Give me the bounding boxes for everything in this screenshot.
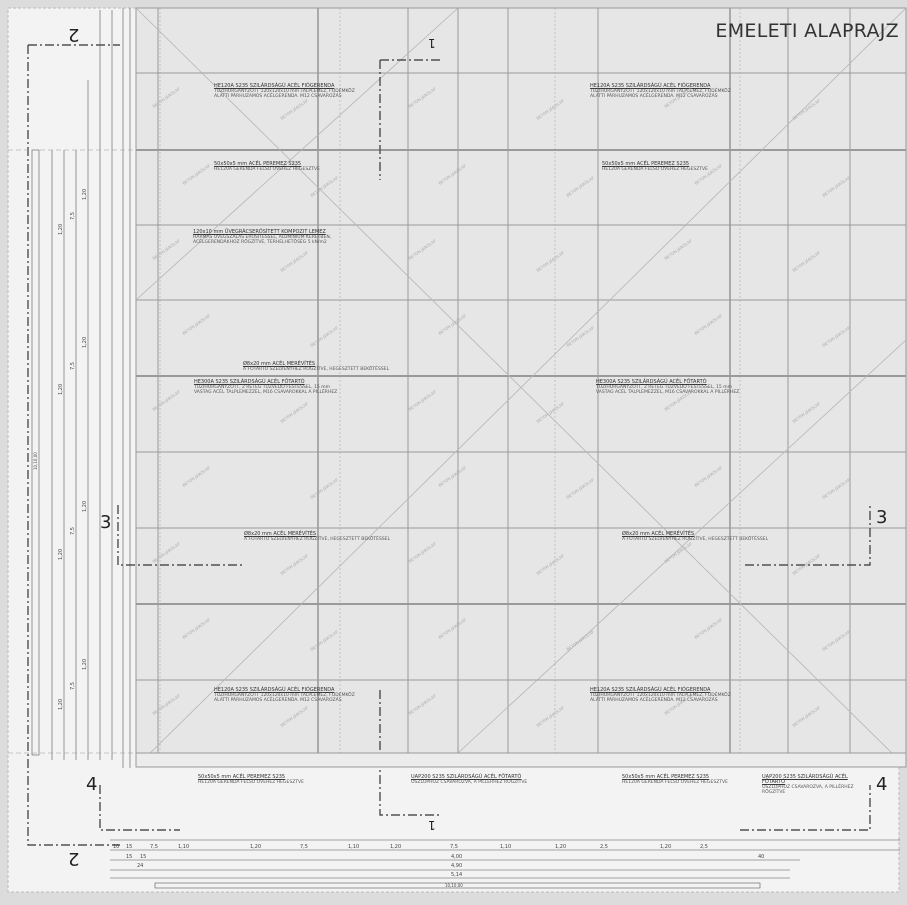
bottom-dim-row1-label: 7,5: [150, 844, 158, 850]
section-line-1-bottom: [379, 690, 440, 816]
bracing-diagonal: [457, 339, 907, 754]
bottom-dim-row3-b: 4,90: [451, 863, 463, 869]
bottom-dim-row2-b: 15: [140, 854, 147, 860]
left-dim-total: 10,10,00: [33, 452, 38, 470]
bottom-dim-total: 10,10,00: [445, 883, 463, 888]
bottom-dim-row2-d: 40: [758, 854, 765, 860]
bottom-dim-row1-label: 1,20: [250, 844, 262, 850]
left-dim-label: 1,20: [82, 658, 88, 670]
bottom-dim-row3-a: 24: [137, 863, 144, 869]
section-line-3-right: [745, 505, 871, 566]
left-dim-label: 7,5: [70, 362, 76, 370]
bottom-dim-row1-label: 1,10: [348, 844, 360, 850]
left-dim-label: 1,20: [82, 336, 88, 348]
left-dim-label: 1,20: [58, 223, 64, 235]
section-marker-4-left: 4: [86, 774, 98, 795]
edge-strip: [135, 752, 907, 768]
left-dim-label: 7,5: [70, 212, 76, 220]
left-dim-label: 1,20: [58, 383, 64, 395]
section-marker-2-bottom: 2: [68, 848, 80, 869]
note-composite-panel: 120x10 mm ÜVEGRÁCSERŐSÍTETT KOMPOZIT LEM…: [193, 229, 332, 246]
section-marker-1-top: 1: [428, 36, 436, 50]
bottom-dim-row1-label: 1,20: [390, 844, 402, 850]
bottom-dim-row1-label: 1,10: [178, 844, 190, 850]
bracing-diagonal: [135, 7, 459, 301]
bottom-total-dim-box: [154, 882, 761, 889]
bottom-dim-row1-label: 10: [113, 844, 120, 850]
section-line-2-left: [27, 45, 120, 846]
bottom-dim-row1-label: 1,20: [555, 844, 567, 850]
left-dim-label: 1,20: [58, 548, 64, 560]
floor-area: [135, 7, 907, 754]
bottom-dim-row1-label: 1,10: [500, 844, 512, 850]
left-dim-label: 1,20: [58, 698, 64, 710]
section-marker-4-right: 4: [876, 774, 888, 795]
section-marker-1-bottom: 1: [428, 818, 436, 832]
bottom-dim-row2-a: 15: [126, 854, 133, 860]
section-line-3-left: [117, 505, 245, 566]
section-line-4-right: [740, 785, 871, 831]
section-marker-3-left: 3: [100, 512, 112, 533]
section-marker-2-top: 2: [68, 24, 80, 45]
left-dim-label: 7,5: [70, 527, 76, 535]
left-dim-label: 7,5: [70, 682, 76, 690]
bottom-dim-row1-label: 7,5: [300, 844, 308, 850]
bottom-dim-row1-label: 15: [126, 844, 133, 850]
section-line-4-left: [99, 785, 180, 831]
drawing-title: EMELETI ALAPRAJZ: [715, 20, 899, 42]
section-marker-3-right: 3: [876, 507, 888, 528]
bottom-dim-row1-label: 1,20: [660, 844, 672, 850]
left-dim-label: 1,20: [82, 500, 88, 512]
bottom-dim-row1-label: 7,5: [450, 844, 458, 850]
bottom-dim-row2-c: 4,00: [451, 854, 463, 860]
bracing-diagonal: [135, 7, 907, 768]
left-dim-label: 1,20: [82, 188, 88, 200]
bottom-dim-row1-label: 2,5: [700, 844, 708, 850]
bottom-dim-row1-label: 2,5: [600, 844, 608, 850]
bottom-dim-row4: 5,14: [451, 872, 463, 878]
